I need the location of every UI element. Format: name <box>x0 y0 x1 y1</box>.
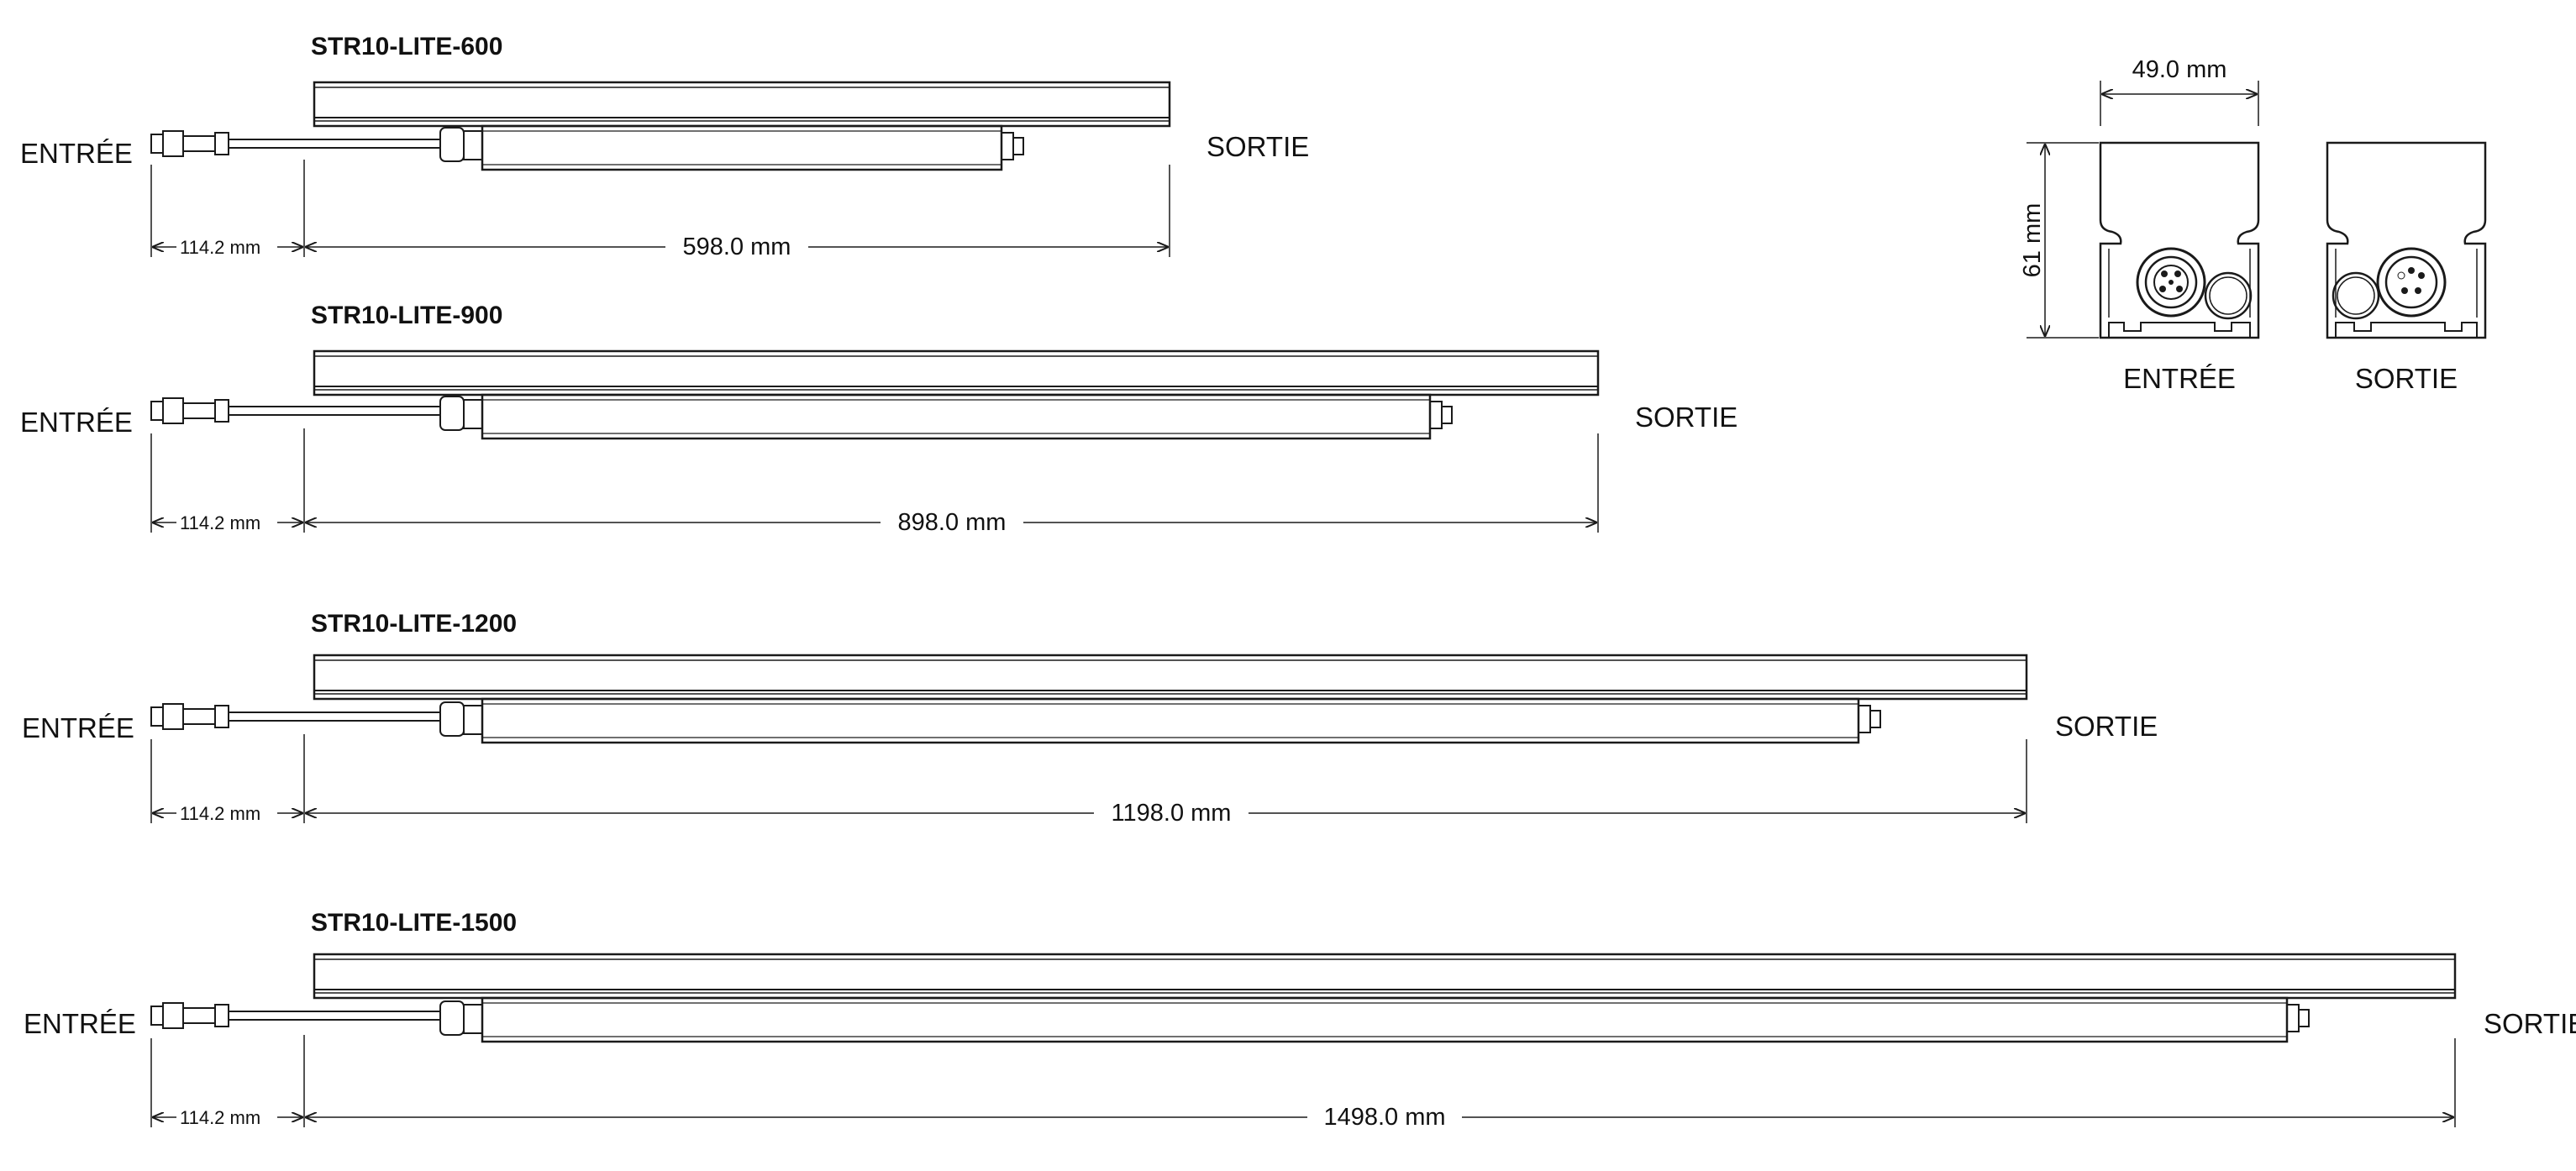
input-view-label: ENTRÉE <box>2123 363 2236 394</box>
height-dimension: 61 mm <box>2019 142 2099 339</box>
length-dimension: 898.0 mm <box>306 433 1599 536</box>
output-label: SORTIE <box>2484 1008 2576 1039</box>
input-label: ENTRÉE <box>20 138 133 169</box>
end-views: 49.0 mm 61 mm <box>2019 56 2487 394</box>
input-label: ENTRÉE <box>20 407 133 438</box>
input-label: ENTRÉE <box>22 712 134 743</box>
cable-dimension-label: 114.2 mm <box>180 1107 260 1128</box>
output-label: SORTIE <box>1635 402 1737 433</box>
model-title: STR10-LITE-600 <box>311 33 502 60</box>
width-dimension-label: 49.0 mm <box>2132 56 2227 83</box>
cable-dimension: 114.2 mm <box>150 1035 305 1128</box>
fixture-str10-lite-1200: STR10-LITE-1200 ENTRÉE SORTIE <box>22 610 2158 827</box>
output-label: SORTIE <box>2055 711 2158 742</box>
fixture-str10-lite-1500: STR10-LITE-1500 ENTRÉE SORTIE <box>24 909 2576 1131</box>
fixture-body <box>313 953 2457 1043</box>
output-connector <box>1858 705 1881 733</box>
input-connector <box>150 127 483 162</box>
output-label: SORTIE <box>1207 131 1309 162</box>
fixture-body <box>313 654 2028 744</box>
cable-dimension: 114.2 mm <box>150 160 305 258</box>
output-connector <box>1429 401 1453 429</box>
height-dimension-label: 61 mm <box>2019 203 2046 278</box>
cap-icon <box>2204 271 2253 320</box>
input-connector <box>150 701 483 737</box>
length-dimension-label: 598.0 mm <box>683 234 791 260</box>
cap-icon <box>2332 271 2380 320</box>
length-dimension: 598.0 mm <box>306 165 1170 260</box>
input-connector <box>150 396 483 431</box>
cable-dimension: 114.2 mm <box>150 734 305 824</box>
cable-dimension: 114.2 mm <box>150 428 305 533</box>
fixture-str10-lite-900: STR10-LITE-900 ENTRÉE SORTIE <box>20 302 1737 536</box>
length-dimension-label: 1198.0 mm <box>1112 800 1232 827</box>
cable-dimension-label: 114.2 mm <box>180 803 260 824</box>
output-connector <box>2286 1004 2310 1032</box>
model-title: STR10-LITE-900 <box>311 302 502 329</box>
fixture-body <box>313 81 1171 171</box>
model-title: STR10-LITE-1200 <box>311 610 517 638</box>
output-end-view: SORTIE <box>2326 141 2487 394</box>
input-label: ENTRÉE <box>24 1008 136 1039</box>
length-dimension: 1198.0 mm <box>306 739 2027 827</box>
length-dimension-label: 1498.0 mm <box>1323 1104 1445 1131</box>
model-title: STR10-LITE-1500 <box>311 909 517 937</box>
fixture-str10-lite-600: STR10-LITE-600 ENTRÉE SORTIE <box>20 33 1309 260</box>
input-socket-icon <box>2136 247 2206 318</box>
length-dimension-label: 898.0 mm <box>898 509 1007 536</box>
length-dimension: 1498.0 mm <box>306 1038 2456 1131</box>
output-view-label: SORTIE <box>2355 363 2458 394</box>
output-connector <box>1001 132 1024 160</box>
input-connector <box>150 1000 483 1036</box>
fixture-body <box>313 349 1600 440</box>
output-socket-icon <box>2376 247 2447 318</box>
width-dimension: 49.0 mm <box>2100 56 2259 126</box>
cable-dimension-label: 114.2 mm <box>180 512 260 533</box>
cable-dimension-label: 114.2 mm <box>180 237 260 258</box>
input-end-view: ENTRÉE <box>2099 141 2260 394</box>
